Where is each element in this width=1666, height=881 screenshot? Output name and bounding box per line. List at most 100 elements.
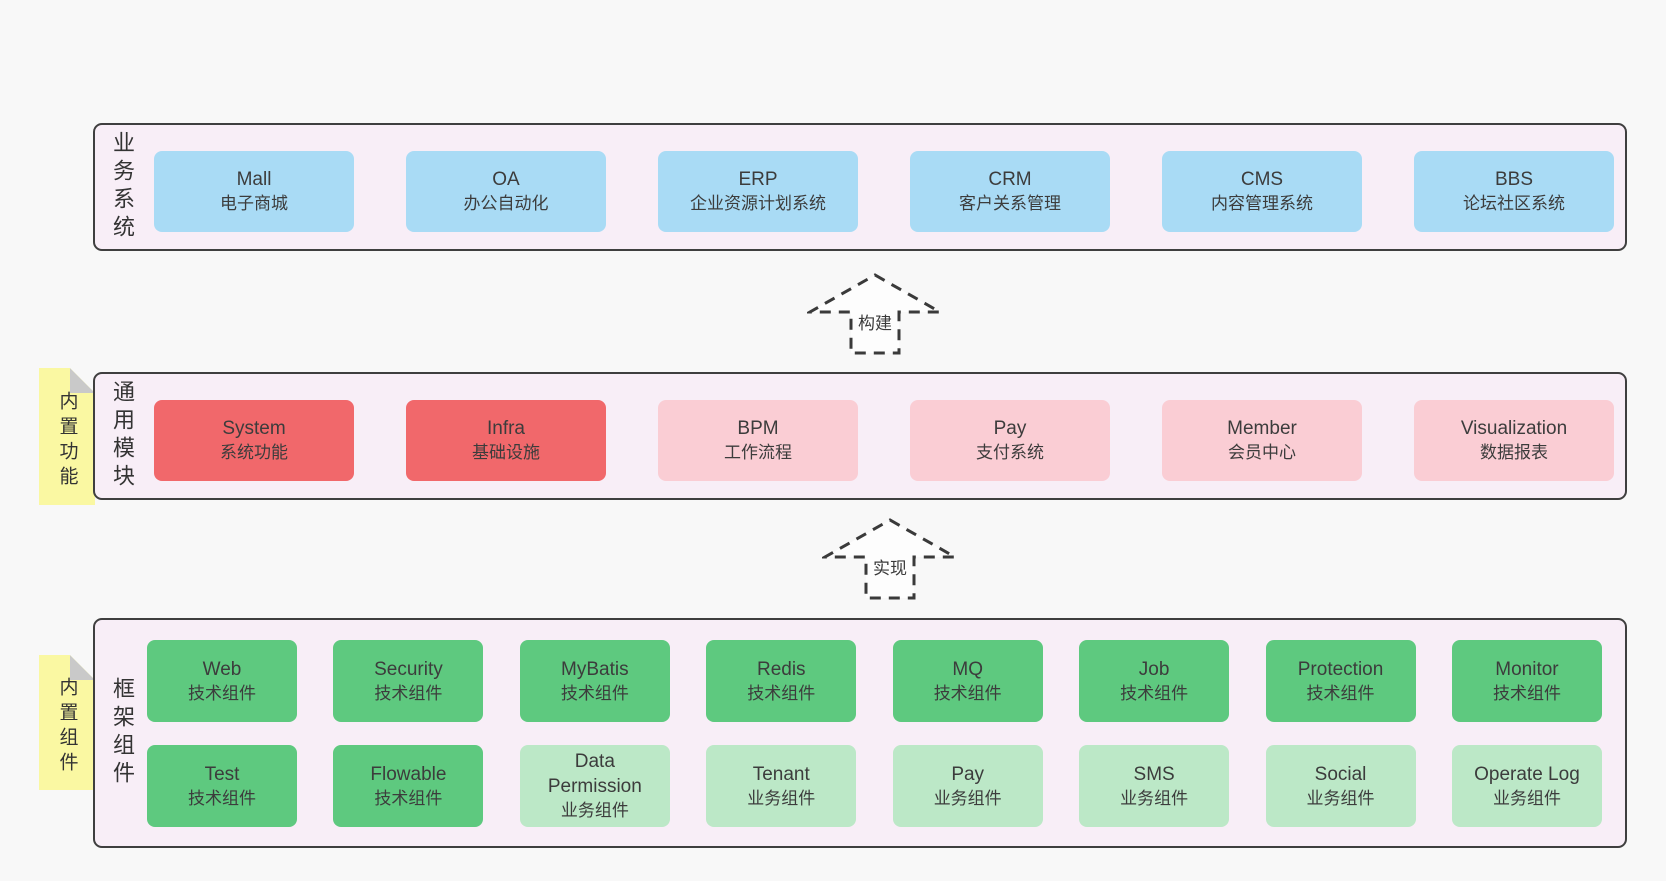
framework-components-label: 框架组件 bbox=[110, 677, 135, 789]
sticky-tab-label: 内置组件 bbox=[56, 676, 78, 777]
box-title: MyBatis bbox=[561, 658, 629, 680]
box-title: Infra bbox=[486, 418, 526, 439]
box-subtitle: 内容管理系统 bbox=[1211, 194, 1313, 213]
box-test: Test 技术组件 bbox=[147, 745, 297, 827]
box-data-permission: Data Permission 业务组件 bbox=[519, 745, 670, 827]
box-infra: Infra 基础设施 bbox=[406, 400, 606, 481]
implement-arrow-shape bbox=[822, 518, 958, 600]
box-title: BBS bbox=[1494, 169, 1534, 190]
box-visualization: Visualization 数据报表 bbox=[1414, 400, 1614, 481]
box-subtitle: 技术组件 bbox=[188, 683, 256, 703]
folded-corner-icon bbox=[70, 368, 95, 393]
box-title: Tenant bbox=[752, 763, 810, 785]
box-cms: CMS 内容管理系统 bbox=[1162, 151, 1362, 232]
box-title: Pay bbox=[993, 418, 1027, 439]
box-subtitle: 技术组件 bbox=[1492, 683, 1561, 703]
box-subtitle: 支付系统 bbox=[976, 443, 1044, 462]
box-title: Protection bbox=[1297, 658, 1384, 680]
common-modules-panel: 通用模块 System 系统功能 Infra 基础设施 BPM 工作流程 Pay… bbox=[93, 372, 1627, 500]
box-mq: MQ 技术组件 bbox=[892, 640, 1043, 722]
build-arrow: 构建 bbox=[807, 273, 943, 355]
box-system: System 系统功能 bbox=[154, 400, 354, 481]
build-arrow-shape bbox=[807, 273, 943, 355]
sticky-tab-built-in-components: 内置组件 bbox=[39, 655, 95, 790]
box-subtitle: 系统功能 bbox=[220, 443, 288, 462]
box-subtitle: 业务组件 bbox=[933, 788, 1002, 808]
box-title: Web bbox=[202, 658, 242, 680]
box-protection: Protection 技术组件 bbox=[1265, 640, 1416, 722]
implement-arrow: 实现 bbox=[822, 518, 958, 600]
box-subtitle: 技术组件 bbox=[933, 683, 1002, 703]
box-subtitle: 技术组件 bbox=[374, 683, 443, 703]
box-title: Member bbox=[1227, 418, 1297, 439]
box-subtitle: 论坛社区系统 bbox=[1463, 194, 1565, 213]
box-subtitle: 技术组件 bbox=[188, 788, 256, 808]
sticky-tab-built-in-features: 内置功能 bbox=[39, 368, 95, 505]
box-subtitle: 工作流程 bbox=[724, 443, 792, 462]
box-tenant: Tenant 业务组件 bbox=[706, 745, 857, 827]
box-oa: OA 办公自动化 bbox=[406, 151, 606, 232]
box-title: OA bbox=[492, 169, 520, 190]
box-flowable: Flowable 技术组件 bbox=[333, 745, 484, 827]
box-title: Data Permission bbox=[547, 751, 642, 797]
box-subtitle: 业务组件 bbox=[1306, 788, 1375, 808]
box-title: CRM bbox=[988, 169, 1032, 190]
box-subtitle: 数据报表 bbox=[1480, 443, 1548, 462]
box-title: Job bbox=[1138, 658, 1170, 680]
box-redis: Redis 技术组件 bbox=[706, 640, 857, 722]
box-title: MQ bbox=[952, 658, 983, 680]
box-title: Redis bbox=[756, 658, 806, 680]
box-crm: CRM 客户关系管理 bbox=[910, 151, 1110, 232]
business-systems-row: Mall 电子商城 OA 办公自动化 ERP 企业资源计划系统 CRM 客户关系… bbox=[154, 151, 1614, 232]
box-web: Web 技术组件 bbox=[147, 640, 297, 722]
box-subtitle: 企业资源计划系统 bbox=[690, 194, 826, 213]
box-subtitle: 基础设施 bbox=[472, 443, 540, 462]
box-title: Operate Log bbox=[1474, 763, 1580, 785]
box-social: Social 业务组件 bbox=[1265, 745, 1416, 827]
sticky-tab-label: 内置功能 bbox=[56, 390, 78, 491]
box-security: Security 技术组件 bbox=[333, 640, 484, 722]
box-bbs: BBS 论坛社区系统 bbox=[1414, 151, 1614, 232]
business-systems-label: 业务系统 bbox=[110, 131, 135, 243]
box-title: Pay bbox=[951, 763, 985, 785]
box-erp: ERP 企业资源计划系统 bbox=[658, 151, 858, 232]
box-subtitle: 业务组件 bbox=[747, 788, 816, 808]
box-subtitle: 办公自动化 bbox=[463, 194, 549, 213]
common-modules-row: System 系统功能 Infra 基础设施 BPM 工作流程 Pay 支付系统… bbox=[154, 400, 1614, 481]
box-title: System bbox=[222, 418, 286, 439]
box-bpm: BPM 工作流程 bbox=[658, 400, 858, 481]
box-monitor: Monitor 技术组件 bbox=[1451, 640, 1602, 722]
box-subtitle: 技术组件 bbox=[1120, 683, 1189, 703]
box-title: CMS bbox=[1240, 169, 1284, 190]
box-subtitle: 客户关系管理 bbox=[959, 194, 1061, 213]
box-title: Monitor bbox=[1495, 658, 1559, 680]
build-arrow-label: 构建 bbox=[858, 314, 892, 333]
box-operate-log: Operate Log 业务组件 bbox=[1451, 745, 1602, 827]
implement-arrow-label: 实现 bbox=[873, 559, 907, 578]
box-subtitle: 业务组件 bbox=[1120, 788, 1189, 808]
box-title: Test bbox=[204, 763, 240, 785]
box-pay: Pay 支付系统 bbox=[910, 400, 1110, 481]
box-title: Social bbox=[1314, 763, 1367, 785]
common-modules-label: 通用模块 bbox=[110, 380, 135, 492]
box-title: Flowable bbox=[370, 763, 447, 785]
box-subtitle: 业务组件 bbox=[1492, 788, 1561, 808]
box-subtitle: 技术组件 bbox=[374, 788, 443, 808]
box-subtitle: 技术组件 bbox=[1306, 683, 1375, 703]
box-title: Visualization bbox=[1460, 418, 1568, 439]
box-member: Member 会员中心 bbox=[1162, 400, 1362, 481]
framework-components-row-1: Web 技术组件 Security 技术组件 MyBatis 技术组件 Redi… bbox=[147, 640, 1602, 722]
box-pay-business: Pay 业务组件 bbox=[892, 745, 1043, 827]
box-job: Job 技术组件 bbox=[1079, 640, 1230, 722]
box-mybatis: MyBatis 技术组件 bbox=[519, 640, 670, 722]
business-systems-panel: 业务系统 Mall 电子商城 OA 办公自动化 ERP 企业资源计划系统 CRM… bbox=[93, 123, 1627, 251]
box-subtitle: 技术组件 bbox=[560, 683, 629, 703]
box-title: ERP bbox=[738, 169, 778, 190]
box-sms: SMS 业务组件 bbox=[1079, 745, 1230, 827]
box-subtitle: 会员中心 bbox=[1228, 443, 1296, 462]
framework-components-row-2: Test 技术组件 Flowable 技术组件 Data Permission … bbox=[147, 745, 1602, 827]
box-title: BPM bbox=[737, 418, 779, 439]
box-subtitle: 电子商城 bbox=[220, 194, 288, 213]
box-title: Security bbox=[374, 658, 443, 680]
box-subtitle: 技术组件 bbox=[747, 683, 816, 703]
